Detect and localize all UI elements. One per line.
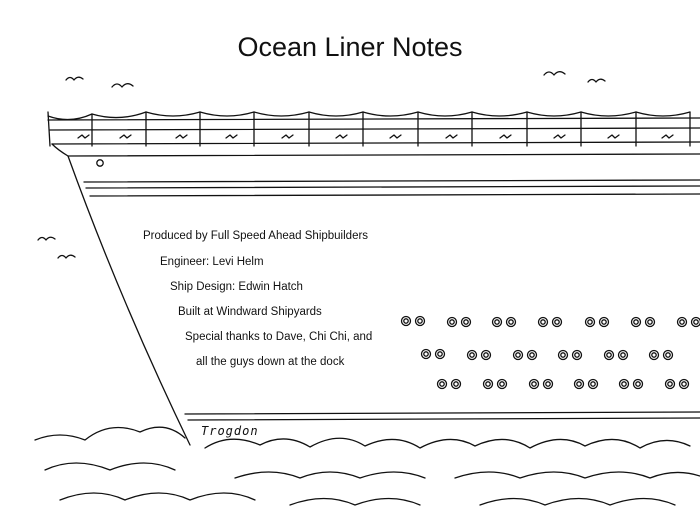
porthole-icon [420,348,674,361]
page-title: Ocean Liner Notes [237,32,463,62]
wave-icon [34,426,700,506]
credit-thanks-line-1: Special thanks to Dave, Chi Chi, and [185,331,373,343]
porthole-icon [436,378,690,390]
seagull-icon [543,71,566,76]
credit-producer: Produced by Full Speed Ahead Shipbuilder… [143,230,369,242]
ship-hull [51,143,700,446]
deck-railing [47,111,700,147]
credit-engineer: Engineer: Levi Helm [160,256,264,268]
seagull-icon [111,83,134,88]
credit-shipyard: Built at Windward Shipyards [178,306,322,318]
credit-ship-design: Ship Design: Edwin Hatch [170,281,303,293]
porthole-icon [400,315,700,328]
seagull-icon [57,254,76,259]
credit-thanks-line-2: all the guys down at the dock [196,356,345,368]
hawse-hole [96,159,104,167]
seagull-icon [37,236,56,241]
seagull-icon [587,78,606,83]
seagull-icon [65,76,84,81]
artist-signature: Trogdon [201,424,259,438]
